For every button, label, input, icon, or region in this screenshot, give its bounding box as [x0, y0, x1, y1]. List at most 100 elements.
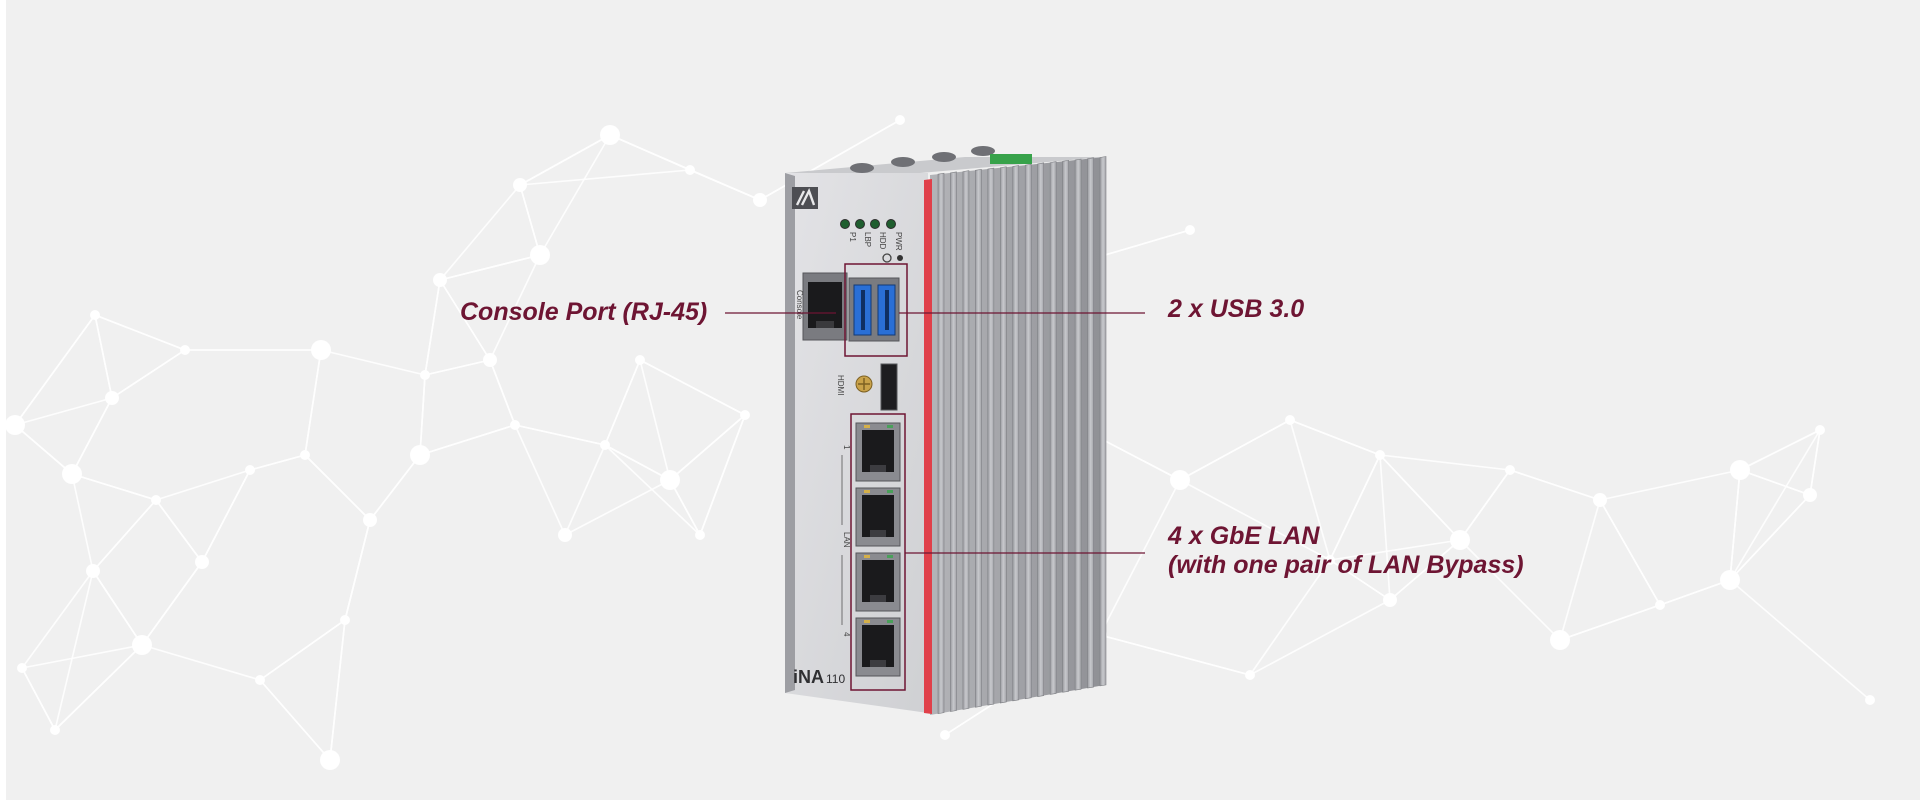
- network-node: [600, 440, 610, 450]
- model-prefix: iNA: [793, 667, 824, 687]
- network-node: [530, 245, 550, 265]
- network-node: [685, 165, 695, 175]
- network-edge: [249, 454, 306, 471]
- lan-port-first-label: 1: [842, 445, 851, 450]
- network-edge: [71, 473, 157, 501]
- network-node: [1803, 488, 1817, 502]
- network-edge: [1729, 469, 1741, 581]
- left-edge-strip: [0, 0, 6, 800]
- network-node: [1865, 695, 1875, 705]
- lan-status-led: [887, 425, 893, 428]
- network-node: [420, 370, 430, 380]
- lan-ports: [855, 422, 901, 677]
- usb-callout: 2 x USB 3.0: [1168, 295, 1305, 323]
- network-edge: [1729, 429, 1821, 581]
- lan-status-led: [864, 555, 870, 558]
- network-node: [363, 513, 377, 527]
- network-node: [410, 445, 430, 465]
- console-port-label: Console: [795, 290, 804, 320]
- network-edge: [1659, 579, 1731, 606]
- network-edge: [1459, 539, 1561, 641]
- network-edge: [141, 561, 203, 646]
- network-edge: [71, 397, 113, 475]
- network-edge: [329, 619, 346, 761]
- lan-jack-tab: [870, 530, 886, 537]
- network-node: [740, 410, 750, 420]
- network-node: [132, 635, 152, 655]
- network-node: [513, 178, 527, 192]
- led-label-lbp: LBP: [863, 232, 872, 247]
- network-edge: [1379, 454, 1461, 541]
- network-edge: [419, 374, 426, 456]
- network-edge: [1379, 454, 1391, 601]
- network-node: [62, 464, 82, 484]
- network-edge: [439, 279, 491, 361]
- network-edge: [669, 414, 746, 481]
- network-edge: [489, 254, 541, 361]
- network-edge: [94, 314, 113, 399]
- heatsink-fin: [1024, 163, 1032, 700]
- network-edge: [320, 349, 426, 376]
- lan-jack-tab: [870, 465, 886, 472]
- network-edge: [304, 349, 322, 456]
- lan-status-led: [864, 490, 870, 493]
- green-terminal-block: [990, 154, 1032, 164]
- network-edge: [439, 254, 541, 281]
- lan-status-led: [864, 620, 870, 623]
- hdmi-label: HDMI: [836, 375, 845, 395]
- network-node: [255, 675, 265, 685]
- axiomtek-logo: [792, 187, 818, 209]
- network-node: [5, 415, 25, 435]
- network-edge: [21, 667, 56, 731]
- network-edge: [669, 479, 701, 536]
- lan-port-last-label: 4: [842, 632, 851, 637]
- network-edge: [1179, 419, 1291, 481]
- heatsink-fin: [1074, 158, 1082, 691]
- network-node: [1593, 493, 1607, 507]
- network-edge: [92, 499, 157, 572]
- lan-highlight-box: [850, 413, 906, 691]
- network-edge: [1739, 469, 1811, 496]
- network-edge: [639, 359, 671, 481]
- network-edge: [1289, 419, 1381, 456]
- led-p1: [840, 219, 850, 229]
- network-node: [245, 465, 255, 475]
- network-edge: [489, 359, 516, 426]
- network-edge: [639, 359, 746, 416]
- network-edge: [155, 469, 251, 501]
- network-node: [635, 355, 645, 365]
- network-node: [1655, 600, 1665, 610]
- network-node: [660, 470, 680, 490]
- network-node: [195, 555, 209, 569]
- heatsink-fin: [950, 171, 957, 712]
- network-node: [940, 730, 950, 740]
- network-node: [1450, 530, 1470, 550]
- network-edge: [604, 444, 671, 481]
- network-node: [1245, 670, 1255, 680]
- network-node: [1505, 465, 1515, 475]
- network-edge: [1599, 469, 1741, 501]
- network-node: [483, 353, 497, 367]
- led-label-hdd: HDD: [878, 232, 887, 250]
- network-node: [105, 391, 119, 405]
- heatsink-fin: [1062, 159, 1069, 693]
- network-edge: [369, 454, 421, 521]
- network-edge: [759, 119, 901, 201]
- model-number: 110: [826, 672, 845, 686]
- network-edge: [1739, 429, 1821, 471]
- network-edge: [699, 414, 746, 536]
- network-edge: [604, 444, 701, 536]
- network-node: [895, 115, 905, 125]
- led-lbp: [855, 219, 865, 229]
- network-node: [311, 340, 331, 360]
- network-edge: [94, 314, 186, 351]
- network-background: [5, 115, 1875, 770]
- network-node: [340, 615, 350, 625]
- red-accent-stripe: [924, 179, 932, 714]
- network-edge: [111, 349, 186, 399]
- network-edge: [14, 314, 96, 426]
- led-label-pwr: PWR: [894, 232, 903, 251]
- network-edge: [1329, 539, 1461, 561]
- heatsink-fin: [962, 170, 970, 710]
- network-edge: [54, 570, 94, 731]
